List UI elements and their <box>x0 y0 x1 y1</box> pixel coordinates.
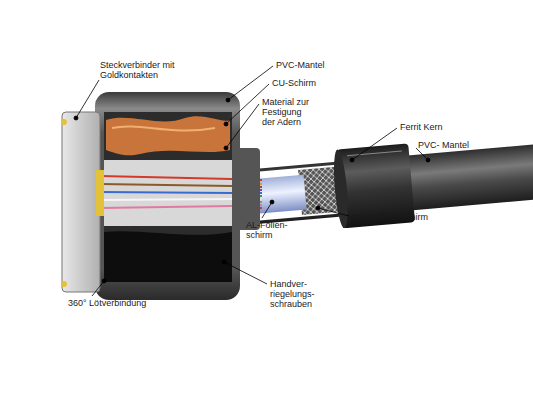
cu-shield <box>106 116 230 155</box>
connector-housing <box>95 92 240 300</box>
ferrite-end <box>331 149 350 229</box>
leader-dot <box>350 158 354 162</box>
cu-shield-highlight <box>112 126 215 130</box>
leader-dot <box>74 116 78 120</box>
ferrite-highlight <box>347 151 402 156</box>
leader-line <box>92 281 104 296</box>
wires-inner <box>100 176 232 208</box>
part-label: Handver- riegelungs- schrauben <box>270 279 318 309</box>
locking-screw <box>61 119 67 125</box>
part-label: PVC-Mantel <box>276 60 325 70</box>
wire <box>100 206 232 208</box>
wire <box>100 199 232 200</box>
strain-relief <box>230 148 260 230</box>
leader-dot <box>426 158 430 162</box>
leader-dot <box>222 260 226 264</box>
part-label: Material zur Festigung der Adern <box>262 97 314 127</box>
part-label: Ferrit Kern <box>400 122 443 132</box>
leader-dot <box>224 146 228 150</box>
leader-line <box>226 104 259 148</box>
leader-line <box>228 66 273 100</box>
wire <box>100 176 232 179</box>
wire <box>100 184 232 186</box>
leader-lines <box>74 66 430 296</box>
leader-line <box>352 128 397 160</box>
leader-dot <box>270 200 274 204</box>
solder-joint <box>104 231 232 282</box>
part-label: 360° Lötverbindung <box>68 298 146 308</box>
gold-contacts <box>96 170 104 216</box>
housing-interior <box>104 112 232 282</box>
leader-line <box>318 208 349 216</box>
leader-dot <box>226 98 230 102</box>
part-label: Steckverbinder mit Goldkontakten <box>100 60 180 80</box>
leader-line <box>224 262 267 284</box>
connector-face <box>62 112 100 292</box>
part-label: CU-Geflechtschirm <box>352 212 428 222</box>
wire <box>100 192 232 193</box>
leader-dot <box>102 279 106 283</box>
leader-dot <box>316 206 320 210</box>
leader-line <box>262 202 272 218</box>
leader-line <box>76 80 99 118</box>
locking-screw <box>61 281 67 287</box>
part-label: PVC- Mantel <box>418 140 469 150</box>
part-label: CU-Schirm <box>272 78 316 88</box>
leader-dot <box>224 122 228 126</box>
part-label: AL-Folien- schirm <box>246 220 294 240</box>
